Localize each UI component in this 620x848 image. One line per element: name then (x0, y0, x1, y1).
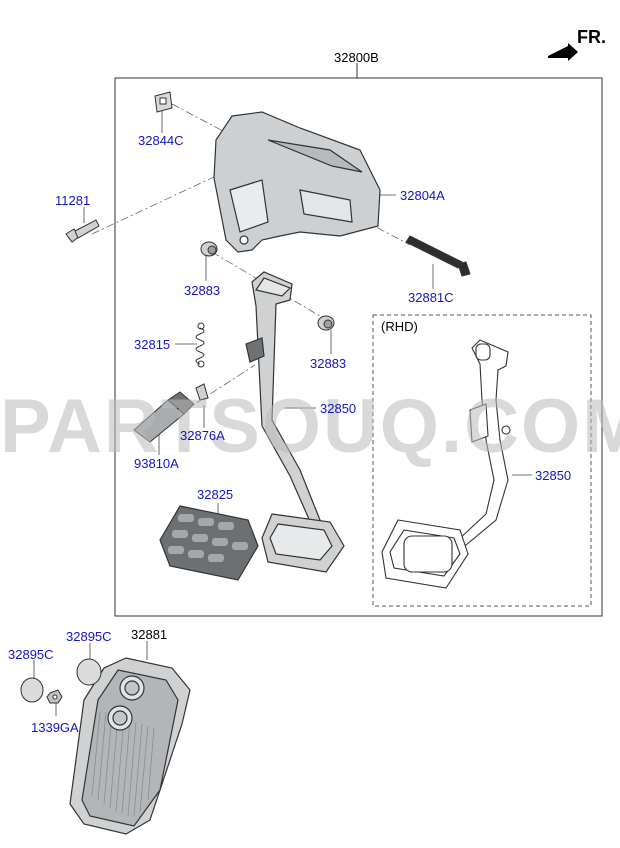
part-label-cap-left[interactable]: 32895C (8, 647, 54, 662)
bolt-part (65, 219, 100, 243)
switch-part (133, 391, 195, 443)
part-label-assembly: 32800B (334, 50, 379, 65)
pedal-arm-part (245, 271, 321, 527)
part-label-switch[interactable]: 93810A (134, 456, 179, 471)
rhd-variant-box (372, 314, 592, 607)
part-label-cap-right[interactable]: 32895C (66, 629, 112, 644)
bushing-upper-part (200, 241, 218, 257)
part-label-clip[interactable]: 32844C (138, 133, 184, 148)
part-label-pedal-arm[interactable]: 32850 (320, 401, 357, 416)
part-label-pedal-arm-rhd[interactable]: 32850 (535, 468, 572, 483)
front-arrow-icon (548, 43, 578, 61)
part-label-spring[interactable]: 32815 (134, 337, 171, 352)
clip-part (154, 91, 173, 113)
part-label-nut[interactable]: 1339GA (31, 720, 79, 735)
bushing-lower-part (317, 315, 335, 331)
part-label-accelerator: 32881 (131, 627, 168, 642)
pedal-foot-part (261, 513, 345, 573)
long-bolt-part (405, 235, 471, 277)
part-label-retainer[interactable]: 32876A (180, 428, 225, 443)
orientation-label: FR. (577, 27, 606, 47)
part-label-bracket[interactable]: 32804A (400, 188, 445, 203)
bracket-part (213, 111, 381, 253)
rhd-pedal-arm-part (381, 339, 511, 589)
part-label-bushing-lower[interactable]: 32883 (310, 356, 347, 371)
part-label-pad[interactable]: 32825 (197, 487, 234, 502)
part-label-bolt[interactable]: 11281 (55, 193, 91, 208)
cap-right-part (76, 658, 102, 686)
assembly-frame (114, 77, 603, 617)
part-label-long-bolt[interactable]: 32881C (408, 290, 454, 305)
accelerator-part (69, 657, 191, 835)
retainer-part (195, 383, 209, 401)
part-label-bushing-upper[interactable]: 32883 (184, 283, 221, 298)
spring-part (195, 322, 205, 368)
cap-left-part (20, 677, 44, 703)
pad-part (159, 505, 259, 581)
rhd-label: (RHD) (381, 319, 418, 334)
nut-part (46, 689, 63, 704)
